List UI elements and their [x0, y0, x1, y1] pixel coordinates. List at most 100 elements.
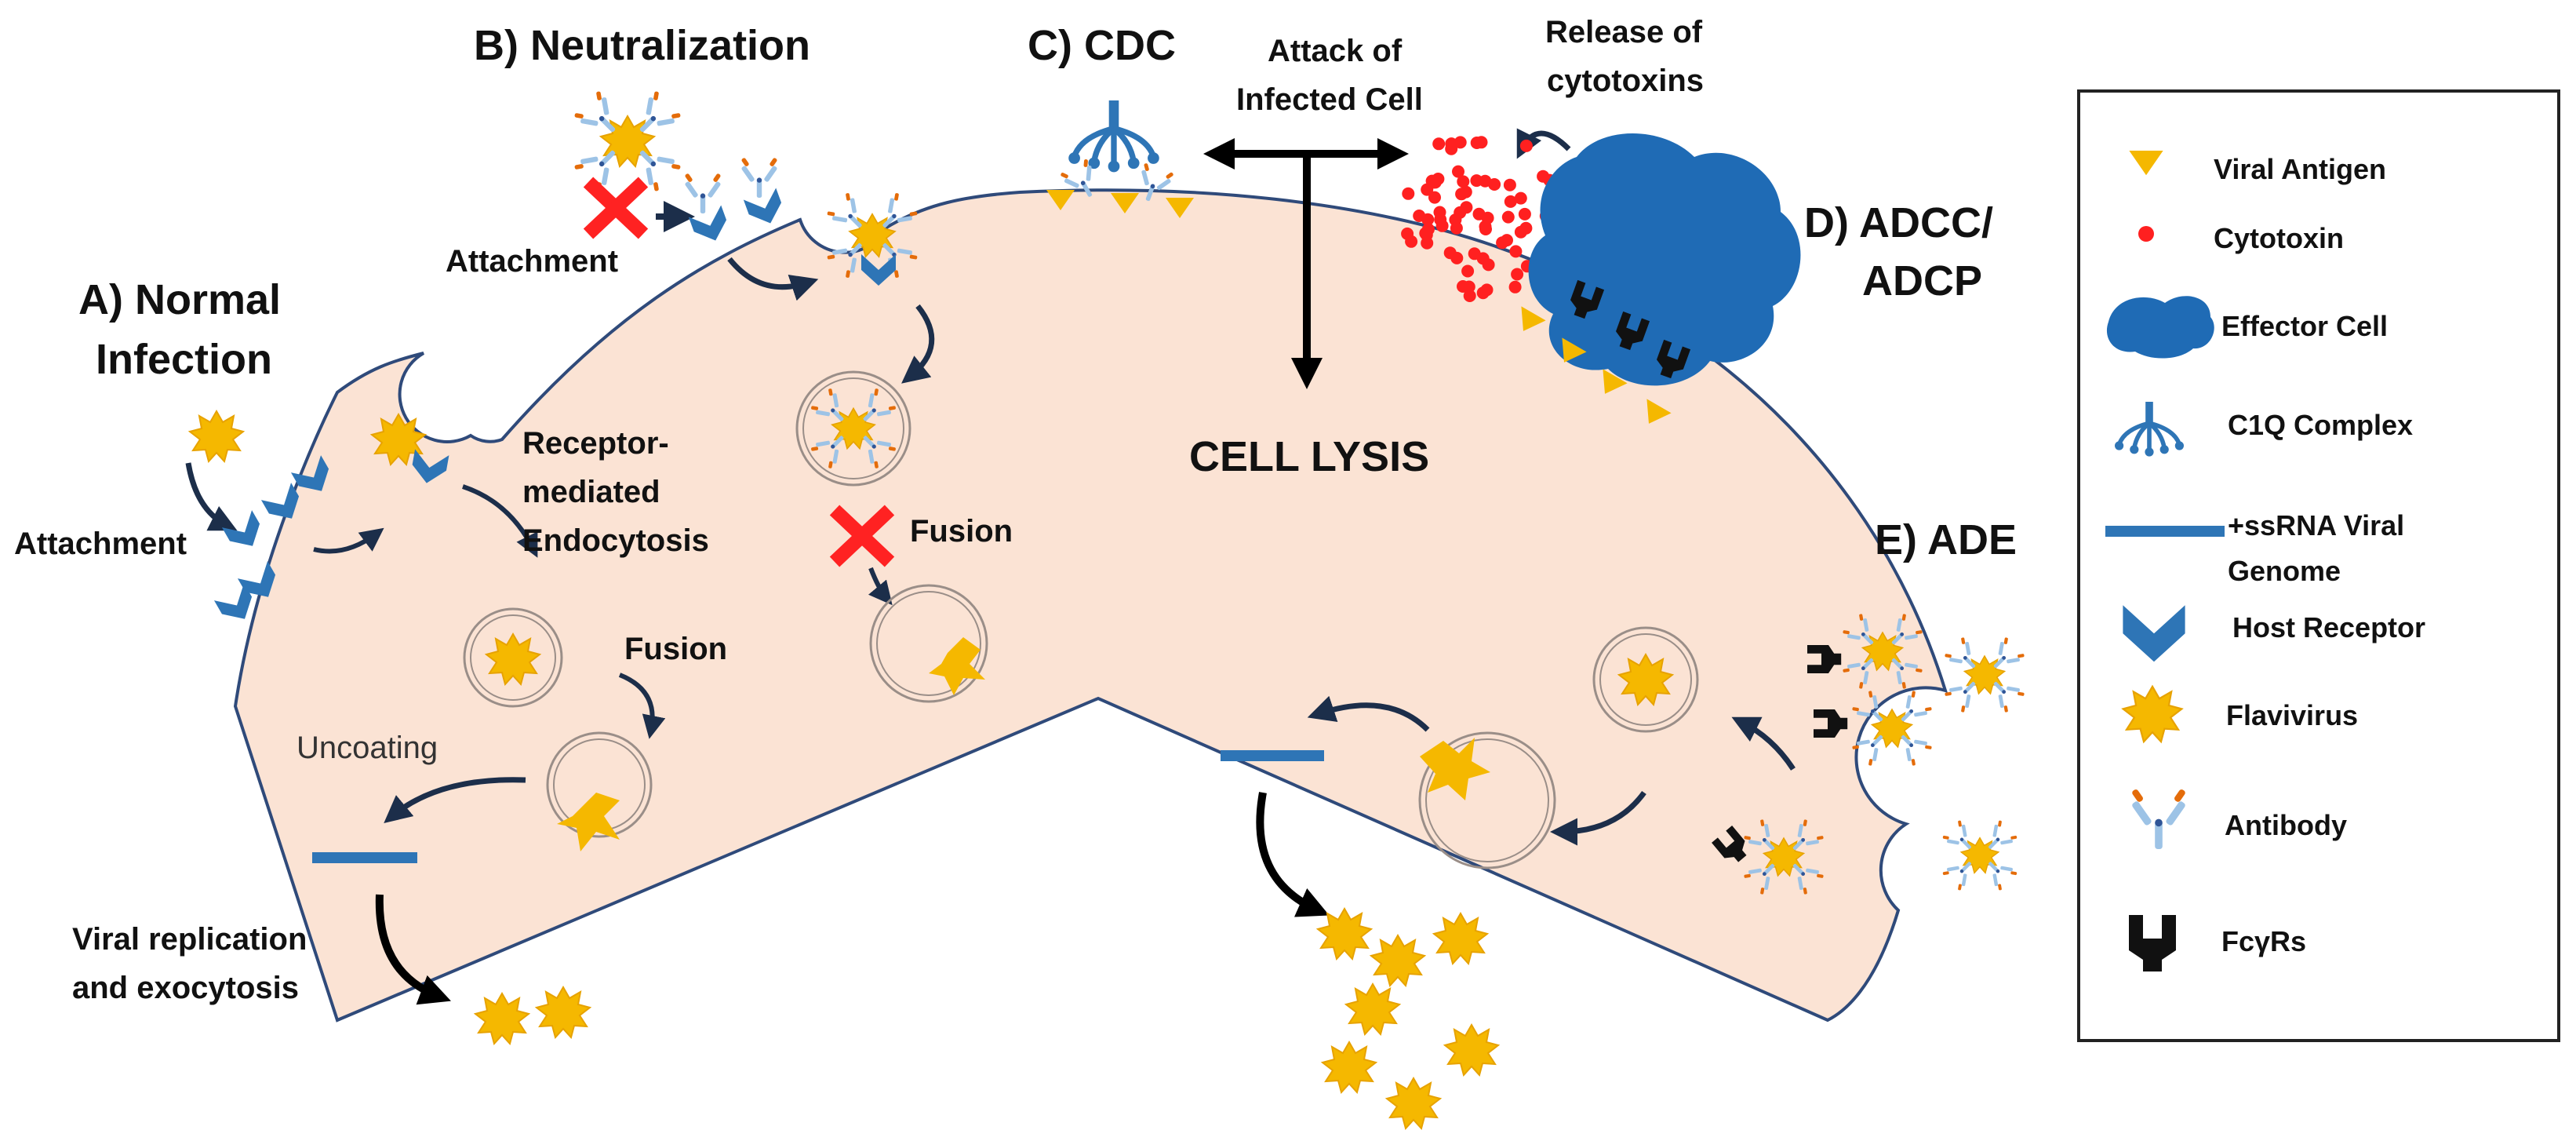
flavivirus-icon	[929, 637, 985, 695]
legend-label-fcgr: FcγRs	[2221, 925, 2306, 957]
flavivirus-icon	[557, 793, 620, 851]
cytotoxin-dot	[1537, 170, 1550, 183]
cytotoxin-dot	[1514, 191, 1527, 205]
cytotoxin-dot	[1455, 188, 1468, 201]
cytotoxin-dot	[1454, 206, 1467, 219]
label-attack-2: Infected Cell	[1236, 82, 1423, 117]
cytotoxin-dot	[1421, 223, 1435, 236]
arrow-neut-fusion	[868, 567, 893, 606]
label-adcc-2: ADCP	[1862, 257, 1982, 304]
label-fusion-a: Fusion	[624, 632, 727, 666]
endosome-ade	[1592, 626, 1699, 733]
arrow-uncoating	[384, 777, 526, 823]
cytotoxin-dot	[1434, 213, 1447, 226]
c1q-complex-icon	[1068, 100, 1159, 172]
cytotoxin-dot	[1509, 245, 1523, 258]
cytotoxin-dot	[1454, 136, 1467, 149]
cytotoxin-dot	[1450, 221, 1463, 235]
label-normal-infection-2: Infection	[96, 336, 272, 383]
block-mark	[829, 505, 895, 567]
label-rme-1: Receptor-	[522, 426, 669, 461]
host-receptor-icon	[221, 510, 268, 555]
host-receptor-icon	[743, 188, 787, 230]
cytotoxin-dot	[1472, 207, 1486, 221]
cytotoxin-dot	[1479, 174, 1492, 188]
cytotoxin-dot	[1450, 251, 1464, 264]
cytotoxin-dot	[1421, 213, 1435, 226]
cytotoxin-dot	[1457, 175, 1470, 188]
cytotoxin-dot	[1470, 137, 1483, 149]
arrow-ade-replication	[1256, 792, 1330, 917]
antibody-coated-virus	[1941, 819, 2018, 891]
label-attachment-a: Attachment	[14, 527, 187, 561]
label-rme-3: Endocytosis	[522, 523, 709, 558]
endosome-neutralized	[795, 370, 911, 487]
endosome-ade-fused	[1418, 731, 1556, 869]
endosome-empty	[869, 584, 988, 703]
rna-genome-icon	[312, 852, 417, 863]
legend-label-rna-2: Genome	[2228, 555, 2341, 587]
arrow-neut-entry	[727, 257, 819, 301]
legend-label-antibody: Antibody	[2225, 809, 2347, 841]
legend-label-c1q: C1Q Complex	[2228, 409, 2413, 441]
label-release-2: cytotoxins	[1547, 64, 1704, 98]
label-ade: E) ADE	[1875, 516, 2017, 563]
cytotoxin-dot	[1518, 207, 1531, 221]
legend-label-host-receptor: Host Receptor	[2232, 611, 2425, 643]
cytotoxin-dot	[1461, 264, 1475, 278]
cytotoxin-dot	[1514, 225, 1527, 239]
cytotoxin-dot	[1462, 280, 1475, 293]
antibody-icon	[684, 173, 722, 213]
rna-genome-icon	[2105, 526, 2225, 537]
arrow-replication	[375, 894, 451, 1005]
label-rme-2: mediated	[522, 475, 660, 509]
legend-label-viral-antigen: Viral Antigen	[2214, 153, 2386, 185]
label-attachment-b: Attachment	[446, 244, 618, 279]
effector-cell-icon	[1528, 133, 1801, 386]
label-cell-lysis: CELL LYSIS	[1189, 433, 1429, 480]
label-neutralization: B) Neutralization	[474, 22, 810, 69]
cytotoxin-dot	[1476, 252, 1490, 265]
label-attack-1: Attack of	[1268, 34, 1403, 68]
cytotoxin-dot	[1508, 280, 1522, 293]
label-replication-2: and exocytosis	[72, 971, 299, 1005]
arrow-endocytosis	[462, 484, 538, 558]
flavivirus-icon	[536, 986, 591, 1038]
arrow-ade-endocytosis	[1550, 790, 1646, 846]
arrow-fusion-a	[618, 673, 666, 739]
antibody-coated-virus	[1943, 636, 2025, 713]
arrow-neut-endocytosis	[901, 304, 935, 384]
cytotoxin-dot	[1432, 137, 1446, 151]
flavivirus-icon	[1317, 908, 1372, 960]
neutralized-virus	[573, 89, 682, 193]
legend-label-flavivirus: Flavivirus	[2226, 699, 2358, 731]
label-fusion-b: Fusion	[910, 514, 1013, 549]
rna-genome-icon	[1221, 750, 1324, 761]
flavivirus-icon	[1370, 935, 1425, 986]
cytotoxin-dot	[1511, 268, 1524, 281]
arrow-ade-entry	[1731, 716, 1796, 771]
cytotoxin-dot	[1401, 227, 1414, 240]
legend-box	[2077, 89, 2560, 1042]
cytotoxin-dot	[1452, 165, 1464, 178]
block-mark	[583, 177, 649, 239]
flavivirus-icon	[1386, 1077, 1441, 1129]
cytotoxin-dot	[1402, 187, 1415, 200]
cytotoxin-dot	[1504, 195, 1517, 208]
endosome	[463, 607, 563, 708]
label-cdc: C) CDC	[1028, 22, 1176, 69]
flavivirus-icon	[1433, 913, 1488, 964]
arrow-ade-uncoating	[1307, 695, 1430, 732]
label-adcc-1: D) ADCC/	[1804, 199, 1993, 246]
flavivirus-icon	[1420, 738, 1490, 800]
label-uncoating: Uncoating	[297, 731, 438, 765]
flavivirus-icon	[1444, 1024, 1499, 1076]
endosome-fused	[546, 731, 653, 838]
label-replication-1: Viral replication	[72, 922, 307, 957]
effector-cell-icon	[2106, 296, 2214, 359]
legend-label-effector-cell: Effector Cell	[2221, 310, 2388, 342]
label-normal-infection-1: A) Normal	[78, 276, 281, 323]
cytotoxin-icon	[2138, 226, 2154, 242]
